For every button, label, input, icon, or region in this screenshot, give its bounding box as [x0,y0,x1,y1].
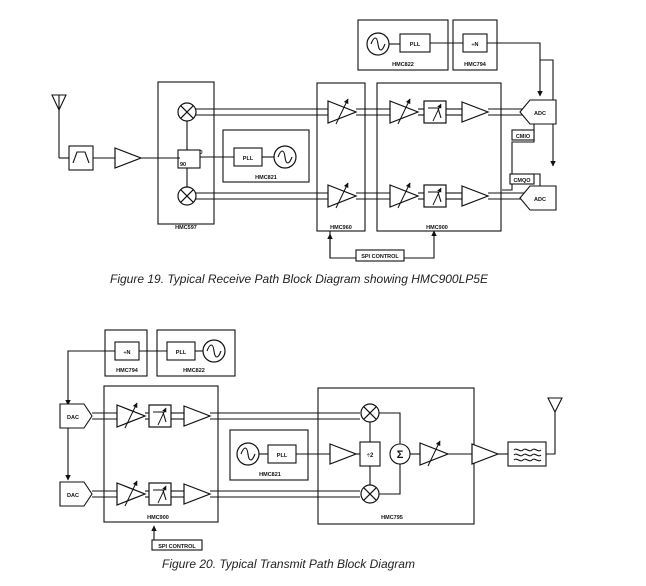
f20-hmc821-label: HMC821 [259,472,281,478]
f19-adc-i-label: ADC [534,111,546,117]
figure-19 [51,19,557,262]
f19-hmc597-label: HMC597 [175,225,197,231]
figure-19-caption: Figure 19. Typical Receive Path Block Di… [110,272,489,286]
f19-zero-label: 0 [199,150,202,156]
dac-q [59,481,93,507]
hmc822-block [357,19,449,71]
f20-hmc794-label: HMC794 [116,368,139,374]
adc-q [519,185,557,211]
f20-hmc822-block [139,329,236,377]
f20-dac-i-label: DAC [67,415,79,421]
f19-hmc822-label: HMC822 [392,62,414,68]
f19-ninety-label: 90 [180,162,186,168]
f19-cmio-label: CMIO [516,134,531,140]
antenna [51,94,69,159]
bandpass-filter [68,145,115,171]
tx-filter [507,441,547,467]
f20-pll-lo-label: PLL [277,453,288,459]
f19-hmc900-label: HMC900 [426,225,448,231]
f20-clock-line [65,350,115,406]
hmc794-block [430,19,556,167]
f19-hmc821-label: HMC821 [255,175,277,181]
f20-pll-top-label: PLL [176,350,187,356]
iq-signal-lines [196,108,330,200]
f20-div-label: ÷N [124,350,131,356]
f19-adc-q-label: ADC [534,197,546,203]
spi-control [327,230,437,262]
f20-hmc821-block [229,429,330,481]
hmc900-block [376,82,526,232]
f19-hmc960-label: HMC960 [330,225,352,231]
tx-antenna [546,397,563,455]
f19-pll-lo-label: PLL [243,156,254,162]
f20-spi-control [151,525,203,551]
f20-hmc795-label: HMC795 [381,515,403,521]
f19-cmqo-label: CMQO [513,178,531,184]
sigma-icon: Σ [397,449,404,461]
f20-dac-q-label: DAC [67,493,79,499]
hmc821-block [200,129,310,183]
lna-amplifier [114,147,142,169]
pa-amplifier [471,443,499,465]
f19-hmc794-label: HMC794 [464,62,487,68]
f20-spi-label: SPI CONTROL [158,544,196,550]
f20-hmc900-block [103,385,219,523]
f19-div-label: ÷N [472,42,479,48]
adc-i [519,99,557,125]
f20-div2-label: ÷2 [367,453,374,459]
f19-pll-top-label: PLL [410,42,421,48]
hmc960-block [316,82,390,232]
f19-spi-label: SPI CONTROL [361,254,399,260]
f20-hmc822-label: HMC822 [183,368,205,374]
figure-20 [59,329,563,551]
hmc597-block [157,81,215,225]
f20-hmc900-label: HMC900 [147,515,169,521]
dac-i [59,403,93,429]
f20-hmc794-block [104,329,148,377]
figure-20-caption: Figure 20. Typical Transmit Path Block D… [162,557,415,571]
cm-lines [502,124,541,191]
